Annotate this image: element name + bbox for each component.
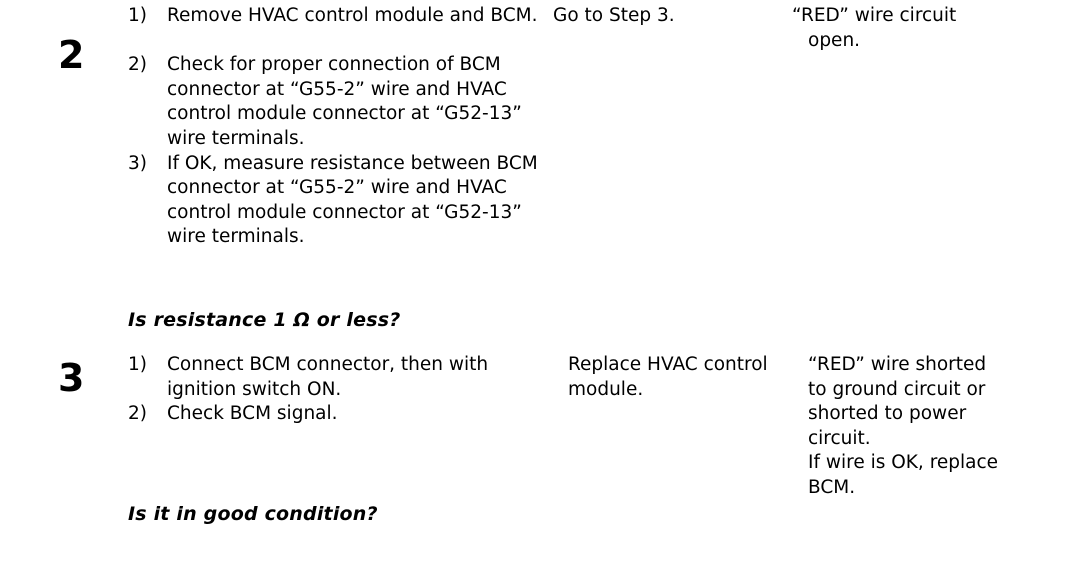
action-item: 3) If OK, measure resistance between BCM… — [128, 152, 540, 250]
step-question: Is resistance 1 Ω or less? — [128, 309, 401, 331]
action-text: Check BCM signal. — [167, 403, 338, 425]
step-result-column: Replace HVAC control module. — [568, 353, 798, 402]
step-question: Is it in good condition? — [128, 503, 378, 525]
action-item: 2) Check for proper connection of BCM co… — [128, 53, 540, 151]
step-cause-column: “RED” wire circuit open. — [792, 4, 1037, 53]
step-row-2: 2 1) Remove HVAC control module and BCM.… — [58, 4, 1037, 331]
step-number: 2 — [58, 33, 85, 77]
step-row-3: 3 1) Connect BCM connector, then with ig… — [0, 345, 1072, 586]
step-result-column: Go to Step 3. — [553, 4, 783, 29]
action-text: If OK, measure resistance between BCM co… — [167, 152, 538, 248]
action-text: Connect BCM connector, then with ignitio… — [167, 354, 489, 400]
action-item: 2) Check BCM signal. — [128, 402, 540, 427]
cause-line: BCM. — [808, 476, 856, 498]
step-action-column: 1) Remove HVAC control module and BCM. 2… — [128, 4, 540, 250]
action-marker: 1) — [128, 354, 147, 375]
step-action-column: 1) Connect BCM connector, then with igni… — [128, 353, 540, 427]
cause-line: “RED” wire circuit — [792, 5, 957, 26]
action-marker: 1) — [128, 5, 147, 26]
action-marker: 2) — [128, 403, 147, 425]
cause-line: If wire is OK, replace — [808, 452, 999, 474]
action-marker: 3) — [128, 152, 147, 174]
result-line: Replace HVAC control module. — [568, 354, 768, 400]
action-item: 1) Remove HVAC control module and BCM. — [128, 4, 540, 29]
step-number: 3 — [58, 356, 85, 400]
cause-line: circuit. — [808, 427, 871, 449]
action-text: Check for proper connection of BCM conne… — [167, 54, 522, 149]
action-text: Remove HVAC control module and BCM. — [167, 5, 538, 26]
cause-line: “RED” wire shorted — [808, 354, 987, 375]
action-item: 1) Connect BCM connector, then with igni… — [128, 353, 540, 402]
cause-line: open. — [808, 29, 861, 51]
cause-line: to ground circuit or — [808, 378, 986, 400]
result-line: Go to Step 3. — [553, 5, 675, 26]
cause-line: shorted to power — [808, 403, 967, 425]
step-cause-column: “RED” wire shorted to ground circuit or … — [808, 353, 1053, 501]
action-marker: 2) — [128, 54, 147, 76]
